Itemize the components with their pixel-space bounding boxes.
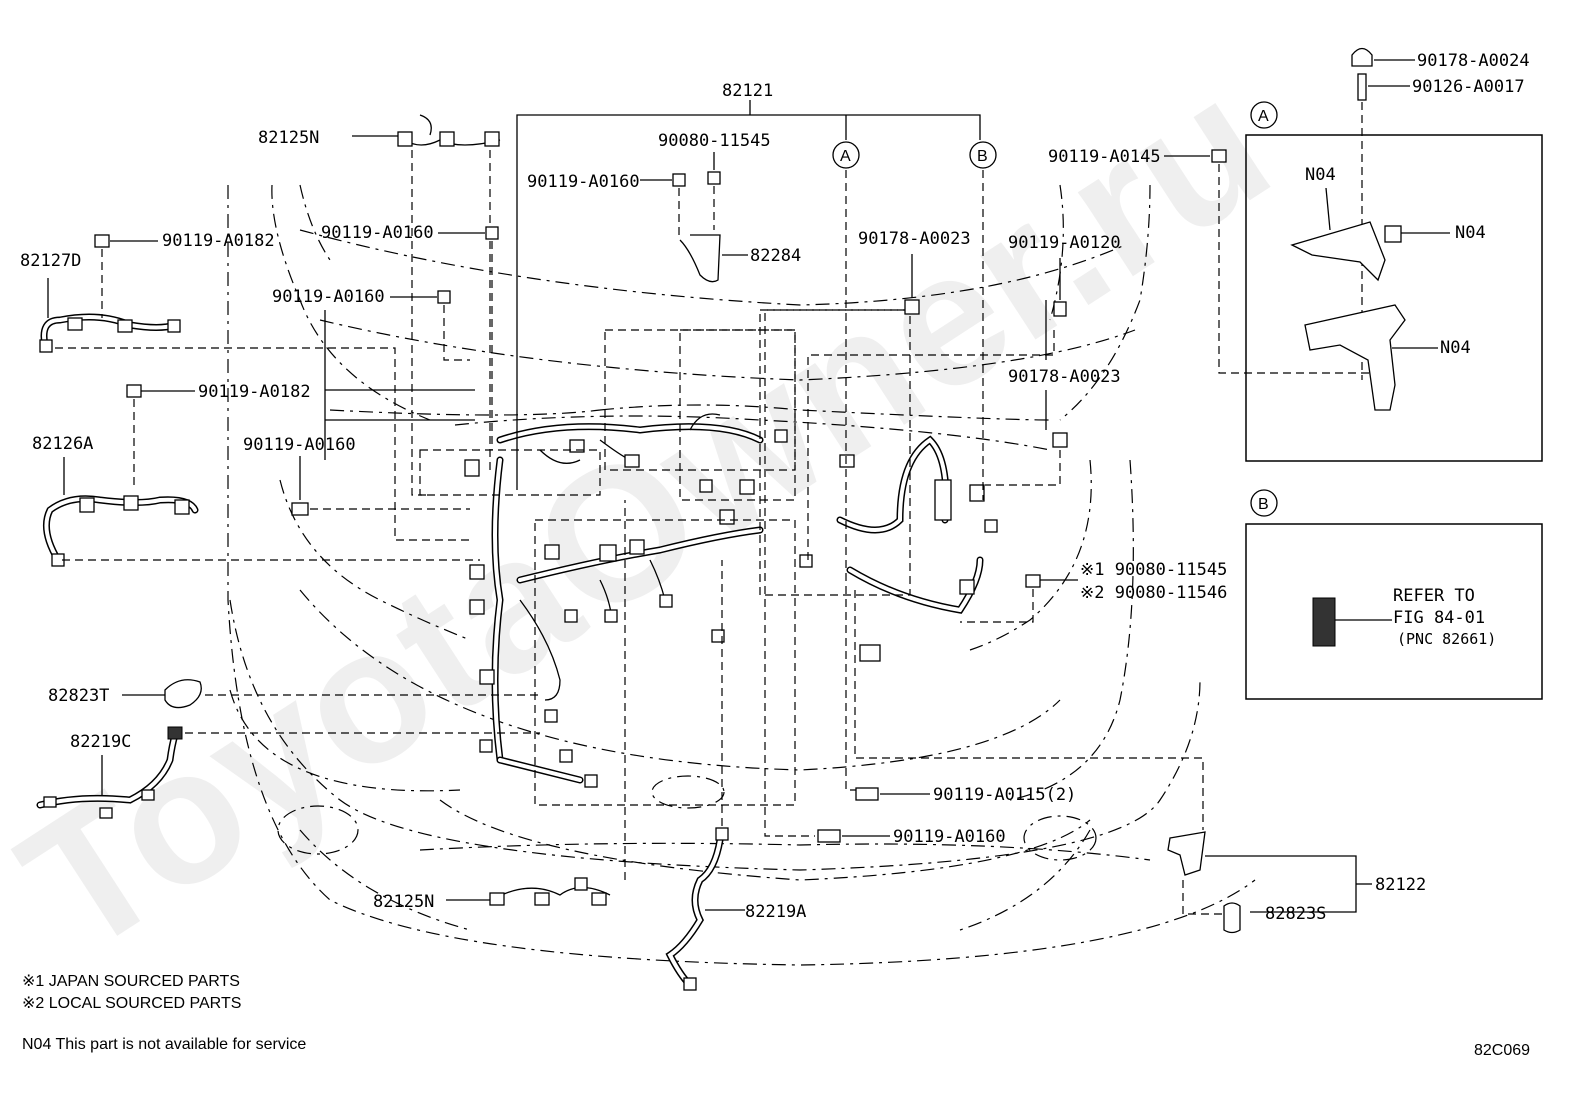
label-82127D: 82127D [20, 251, 81, 271]
bolt-90119-A0182-b[interactable]: 90119-A0182 [126, 382, 311, 490]
svg-text:(PNC 82661): (PNC 82661) [1397, 630, 1496, 648]
label-82121: 82121 [722, 81, 773, 101]
svg-text:90119-A0160: 90119-A0160 [893, 827, 1006, 847]
label-82125N-top: 82125N [258, 128, 319, 148]
part-82284[interactable]: 82284 [679, 234, 801, 283]
harness-reference-boxes [419, 309, 911, 806]
bolt-90119-A0120[interactable]: 90119-A0120 [807, 233, 1121, 560]
label-82122: 82122 [1375, 875, 1426, 895]
note-n04: N04 This part is not available for servi… [22, 1036, 306, 1053]
svg-text:※1 90080-11545: ※1 90080-11545 [1080, 560, 1227, 580]
svg-text:90119-A0160: 90119-A0160 [527, 172, 640, 192]
svg-text:REFER TO: REFER TO [1393, 586, 1475, 606]
bolt-90119-A0160-d[interactable]: 90119-A0160 [243, 435, 470, 516]
marker-b-top: B [969, 141, 997, 500]
bolt-90080-11545-top[interactable]: 90080-11545 [658, 131, 771, 230]
bolt-90119-A0160-e[interactable]: 90119-A0160 [817, 827, 1006, 847]
svg-text:90178-A0023: 90178-A0023 [858, 229, 971, 249]
label-n04-3: N04 [1440, 338, 1471, 358]
label-82219A: 82219A [745, 902, 806, 922]
label-82823S: 82823S [1265, 904, 1326, 924]
label-82219C: 82219C [70, 732, 131, 752]
svg-text:A: A [1258, 108, 1269, 125]
svg-text:90119-A0182: 90119-A0182 [162, 231, 275, 251]
bolt-90119-A0160-a[interactable]: 90119-A0160 [527, 172, 686, 235]
bolt-90119-A0160-c[interactable]: 90119-A0160 [272, 287, 470, 361]
bolt-90119-A0145[interactable]: 90119-A0145 [1048, 147, 1370, 374]
svg-text:FIG 84-01: FIG 84-01 [1393, 608, 1485, 628]
svg-text:90178-A0024: 90178-A0024 [1417, 51, 1530, 71]
svg-text:90119-A0120: 90119-A0120 [1008, 233, 1121, 253]
note-japan-sourced: ※1 JAPAN SOURCED PARTS [22, 973, 240, 990]
label-82126A: 82126A [32, 434, 93, 454]
bolt-90178-A0023-b[interactable]: 90178-A0023 [985, 367, 1121, 486]
svg-text:90178-A0023: 90178-A0023 [1008, 367, 1121, 387]
part-82823S[interactable]: 82823S [1223, 902, 1326, 934]
svg-text:A: A [840, 148, 851, 165]
bolt-90119-A0160-b[interactable]: 90119-A0160 [321, 223, 499, 450]
figure-code: 82C069 [1474, 1042, 1530, 1059]
part-82219A[interactable]: 82219A [665, 560, 806, 991]
engine-wire-harness-82121[interactable] [464, 413, 998, 788]
label-n04-2: N04 [1455, 223, 1486, 243]
svg-text:90119-A0160: 90119-A0160 [243, 435, 356, 455]
svg-text:90119-A0145: 90119-A0145 [1048, 147, 1161, 167]
footnotes: ※1 JAPAN SOURCED PARTS ※2 LOCAL SOURCED … [22, 973, 1530, 1059]
part-82122[interactable]: 82122 [854, 590, 1426, 915]
detail-a: A N04 N04 N04 [1245, 101, 1543, 462]
callout-bracket-left [324, 310, 475, 460]
marker-a-top: A [832, 141, 870, 791]
part-82125N-bottom[interactable]: 82125N [373, 500, 626, 912]
part-82127D[interactable]: 82127D [20, 251, 470, 541]
label-82125N-bottom: 82125N [373, 892, 434, 912]
part-82219C[interactable]: 82219C [36, 726, 540, 819]
bolt-90178-A0023-a[interactable]: 90178-A0023 [764, 229, 971, 837]
label-n04-1: N04 [1305, 165, 1336, 185]
svg-text:90126-A0017: 90126-A0017 [1412, 77, 1525, 97]
label-82823T: 82823T [48, 686, 109, 706]
part-82823T[interactable]: 82823T [48, 679, 540, 709]
callout-82121: 82121 [516, 81, 981, 490]
label-82284: 82284 [750, 246, 801, 266]
svg-text:90119-A0182: 90119-A0182 [198, 382, 311, 402]
bolt-90080-11545-11546[interactable]: ※1 90080-11545 ※2 90080-11546 [960, 560, 1227, 623]
stud-90126-A0017[interactable]: 90126-A0017 [1357, 73, 1525, 380]
part-82125N-top[interactable]: 82125N [258, 114, 501, 496]
note-local-sourced: ※2 LOCAL SOURCED PARTS [22, 995, 241, 1012]
svg-text:B: B [977, 148, 988, 165]
svg-text:90119-A0115(2): 90119-A0115(2) [933, 785, 1076, 805]
svg-text:B: B [1258, 496, 1269, 513]
detail-b: B REFER TO FIG 84-01 (PNC 82661) [1245, 489, 1543, 700]
svg-text:90080-11545: 90080-11545 [658, 131, 771, 151]
svg-text:90119-A0160: 90119-A0160 [321, 223, 434, 243]
svg-text:※2 90080-11546: ※2 90080-11546 [1080, 583, 1227, 603]
nut-90178-A0024[interactable]: 90178-A0024 [1351, 47, 1530, 72]
part-82126A[interactable]: 82126A [32, 434, 480, 567]
svg-text:90119-A0160: 90119-A0160 [272, 287, 385, 307]
bolt-90119-A0182-a[interactable]: 90119-A0182 [94, 231, 275, 318]
bolt-90119-A0115[interactable]: 90119-A0115(2) [855, 785, 1076, 805]
